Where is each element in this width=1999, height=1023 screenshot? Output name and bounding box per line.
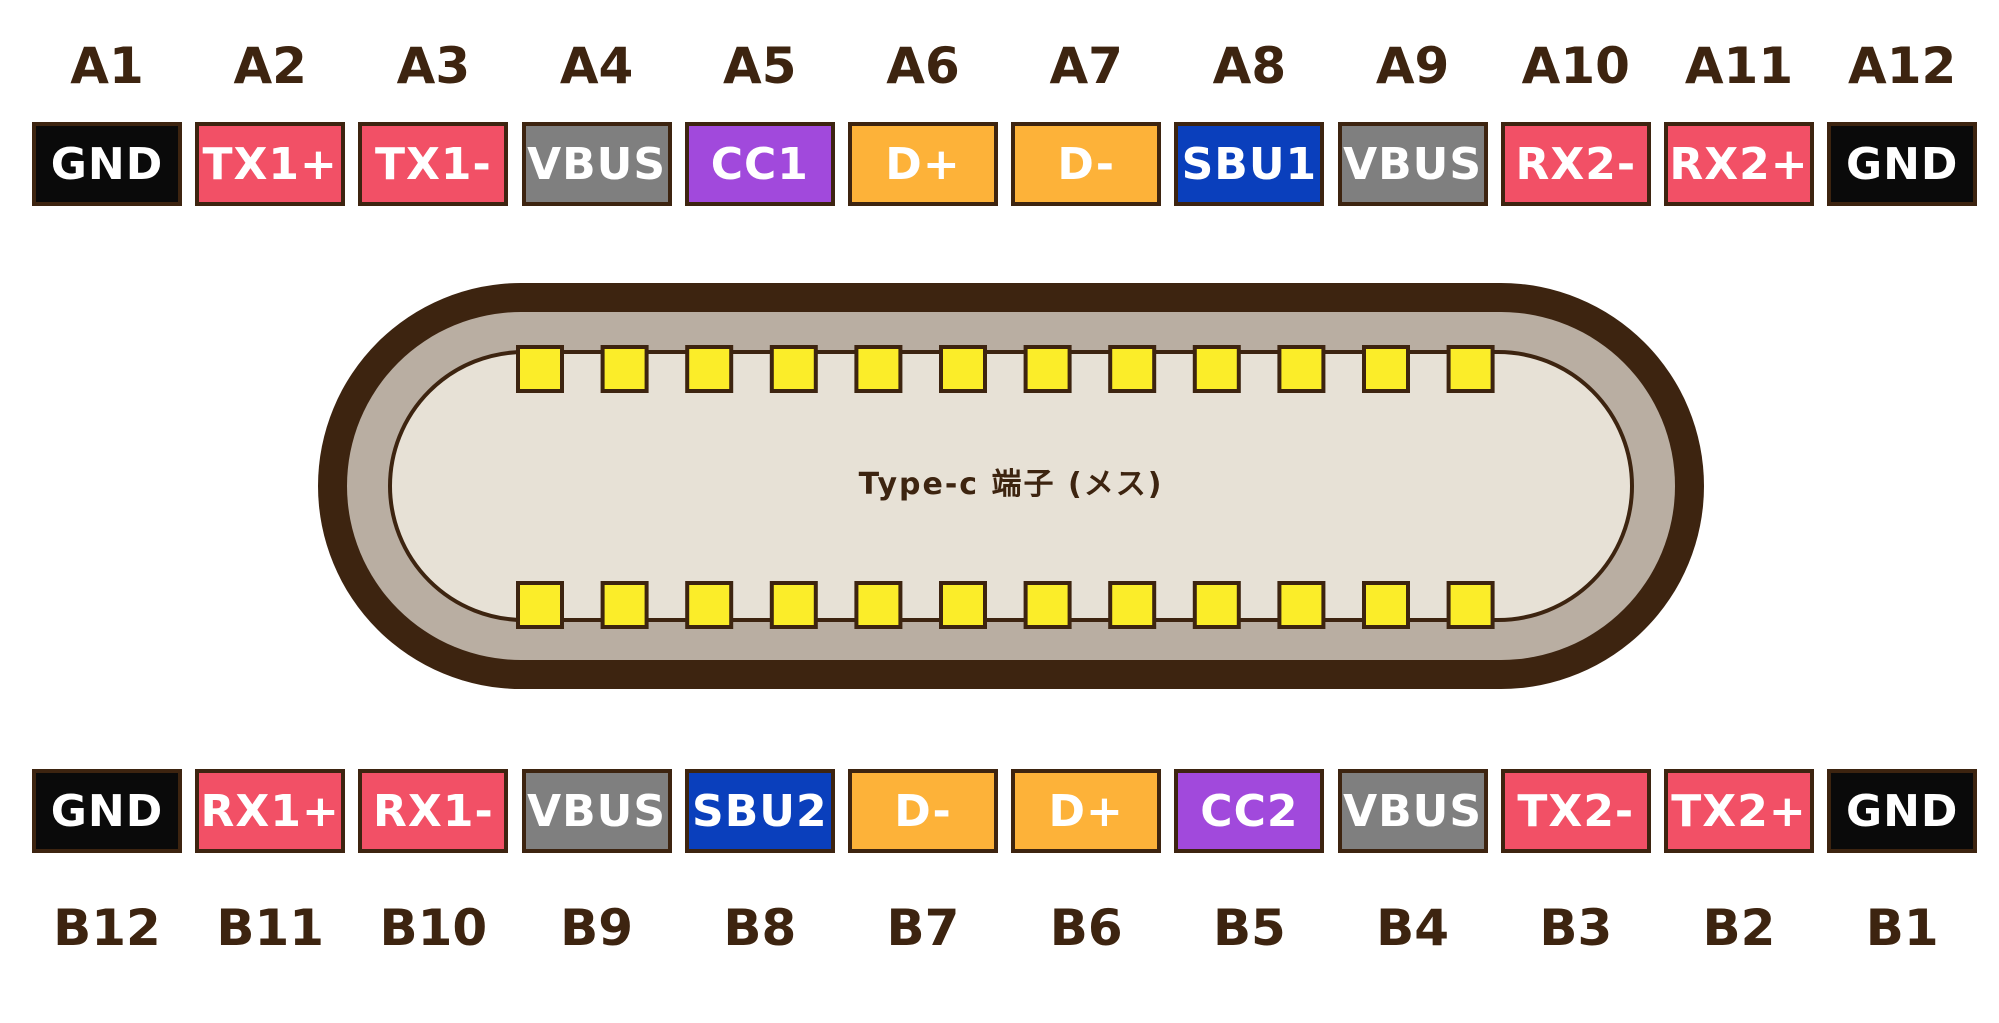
signal-box-a5: CC1 <box>684 122 835 206</box>
pin-label-a11: A11 <box>1684 37 1794 95</box>
pin-label-b5: B5 <box>1212 899 1286 957</box>
pin-label-a5: A5 <box>723 37 797 95</box>
top-contact-11 <box>1362 345 1410 393</box>
pin-label-b3: B3 <box>1539 899 1613 957</box>
signal-box-b12: GND <box>32 769 182 853</box>
bottom-contact-5 <box>854 581 903 629</box>
bottom-contact-4 <box>769 581 818 629</box>
signal-box-a1: GND <box>32 122 182 206</box>
pin-label-b2: B2 <box>1702 899 1776 957</box>
pin-label-b9: B9 <box>560 899 634 957</box>
signal-box-b6: D+ <box>1011 769 1162 853</box>
pin-label-a10: A10 <box>1521 37 1630 95</box>
pin-label-b6: B6 <box>1049 899 1123 957</box>
bottom-contact-12 <box>1446 581 1495 629</box>
top-contact-3 <box>685 345 734 393</box>
top-contacts <box>516 345 1495 393</box>
top-contact-6 <box>939 345 987 393</box>
bottom-contact-8 <box>1108 581 1157 629</box>
bottom-contact-11 <box>1362 581 1410 629</box>
top-contact-1 <box>516 345 564 393</box>
signal-box-a2: TX1+ <box>195 122 346 206</box>
signal-box-a11: RX2+ <box>1664 122 1814 206</box>
top-contact-9 <box>1192 345 1241 393</box>
bottom-contact-7 <box>1023 581 1072 629</box>
top-pin-labels: A1 A2 A3 A4 A5 A6 A7 A8 A9 A10 A11 A12 <box>0 26 1999 106</box>
pin-label-b10: B10 <box>379 899 488 957</box>
signal-box-b2: TX2+ <box>1664 769 1814 853</box>
signal-box-b1: GND <box>1827 769 1978 853</box>
signal-box-a4: VBUS <box>521 122 672 206</box>
bottom-contact-1 <box>516 581 564 629</box>
bottom-contact-3 <box>685 581 734 629</box>
top-contact-8 <box>1108 345 1157 393</box>
pin-label-a2: A2 <box>233 37 307 95</box>
signal-box-b10: RX1- <box>358 769 509 853</box>
bottom-contact-6 <box>939 581 987 629</box>
pin-label-b8: B8 <box>723 899 797 957</box>
bottom-contact-9 <box>1192 581 1241 629</box>
pin-label-b11: B11 <box>216 899 325 957</box>
top-contact-2 <box>600 345 649 393</box>
pin-label-a6: A6 <box>886 37 960 95</box>
connector-tongue <box>388 350 1634 622</box>
pin-label-a12: A12 <box>1848 37 1957 95</box>
top-contact-5 <box>854 345 903 393</box>
top-contact-10 <box>1277 345 1326 393</box>
pin-label-b12: B12 <box>53 899 161 957</box>
bottom-pin-labels: B12 B11 B10 B9 B8 B7 B6 B5 B4 B3 B2 B1 <box>0 888 1999 968</box>
signal-box-b7: D- <box>848 769 998 853</box>
signal-box-a6: D+ <box>848 122 998 206</box>
top-contact-7 <box>1023 345 1072 393</box>
top-contact-12 <box>1446 345 1495 393</box>
pin-label-b1: B1 <box>1865 899 1939 957</box>
signal-box-b11: RX1+ <box>195 769 346 853</box>
signal-box-a10: RX2- <box>1500 122 1651 206</box>
connector-label: Type-c 端子 (メス) <box>859 467 1164 502</box>
top-contact-4 <box>769 345 818 393</box>
pin-label-a1: A1 <box>70 37 144 95</box>
bottom-contact-10 <box>1277 581 1326 629</box>
signal-box-a7: D- <box>1011 122 1162 206</box>
signal-box-b5: CC2 <box>1174 769 1325 853</box>
pin-label-a3: A3 <box>396 37 471 95</box>
signal-box-a3: TX1- <box>358 122 509 206</box>
pin-label-a9: A9 <box>1375 37 1450 95</box>
pin-label-b7: B7 <box>886 899 960 957</box>
pin-label-b4: B4 <box>1376 899 1450 957</box>
bottom-contact-2 <box>600 581 649 629</box>
signal-box-b9: VBUS <box>521 769 672 853</box>
signal-box-a12: GND <box>1827 122 1978 206</box>
pin-label-a4: A4 <box>559 37 634 95</box>
signal-box-a9: VBUS <box>1337 122 1488 206</box>
signal-box-b4: VBUS <box>1337 769 1488 853</box>
signal-box-a8: SBU1 <box>1174 122 1325 206</box>
bottom-contacts <box>516 581 1495 629</box>
pin-label-a7: A7 <box>1049 37 1123 95</box>
signal-box-b8: SBU2 <box>684 769 835 853</box>
pin-label-a8: A8 <box>1212 37 1287 95</box>
signal-box-b3: TX2- <box>1500 769 1651 853</box>
